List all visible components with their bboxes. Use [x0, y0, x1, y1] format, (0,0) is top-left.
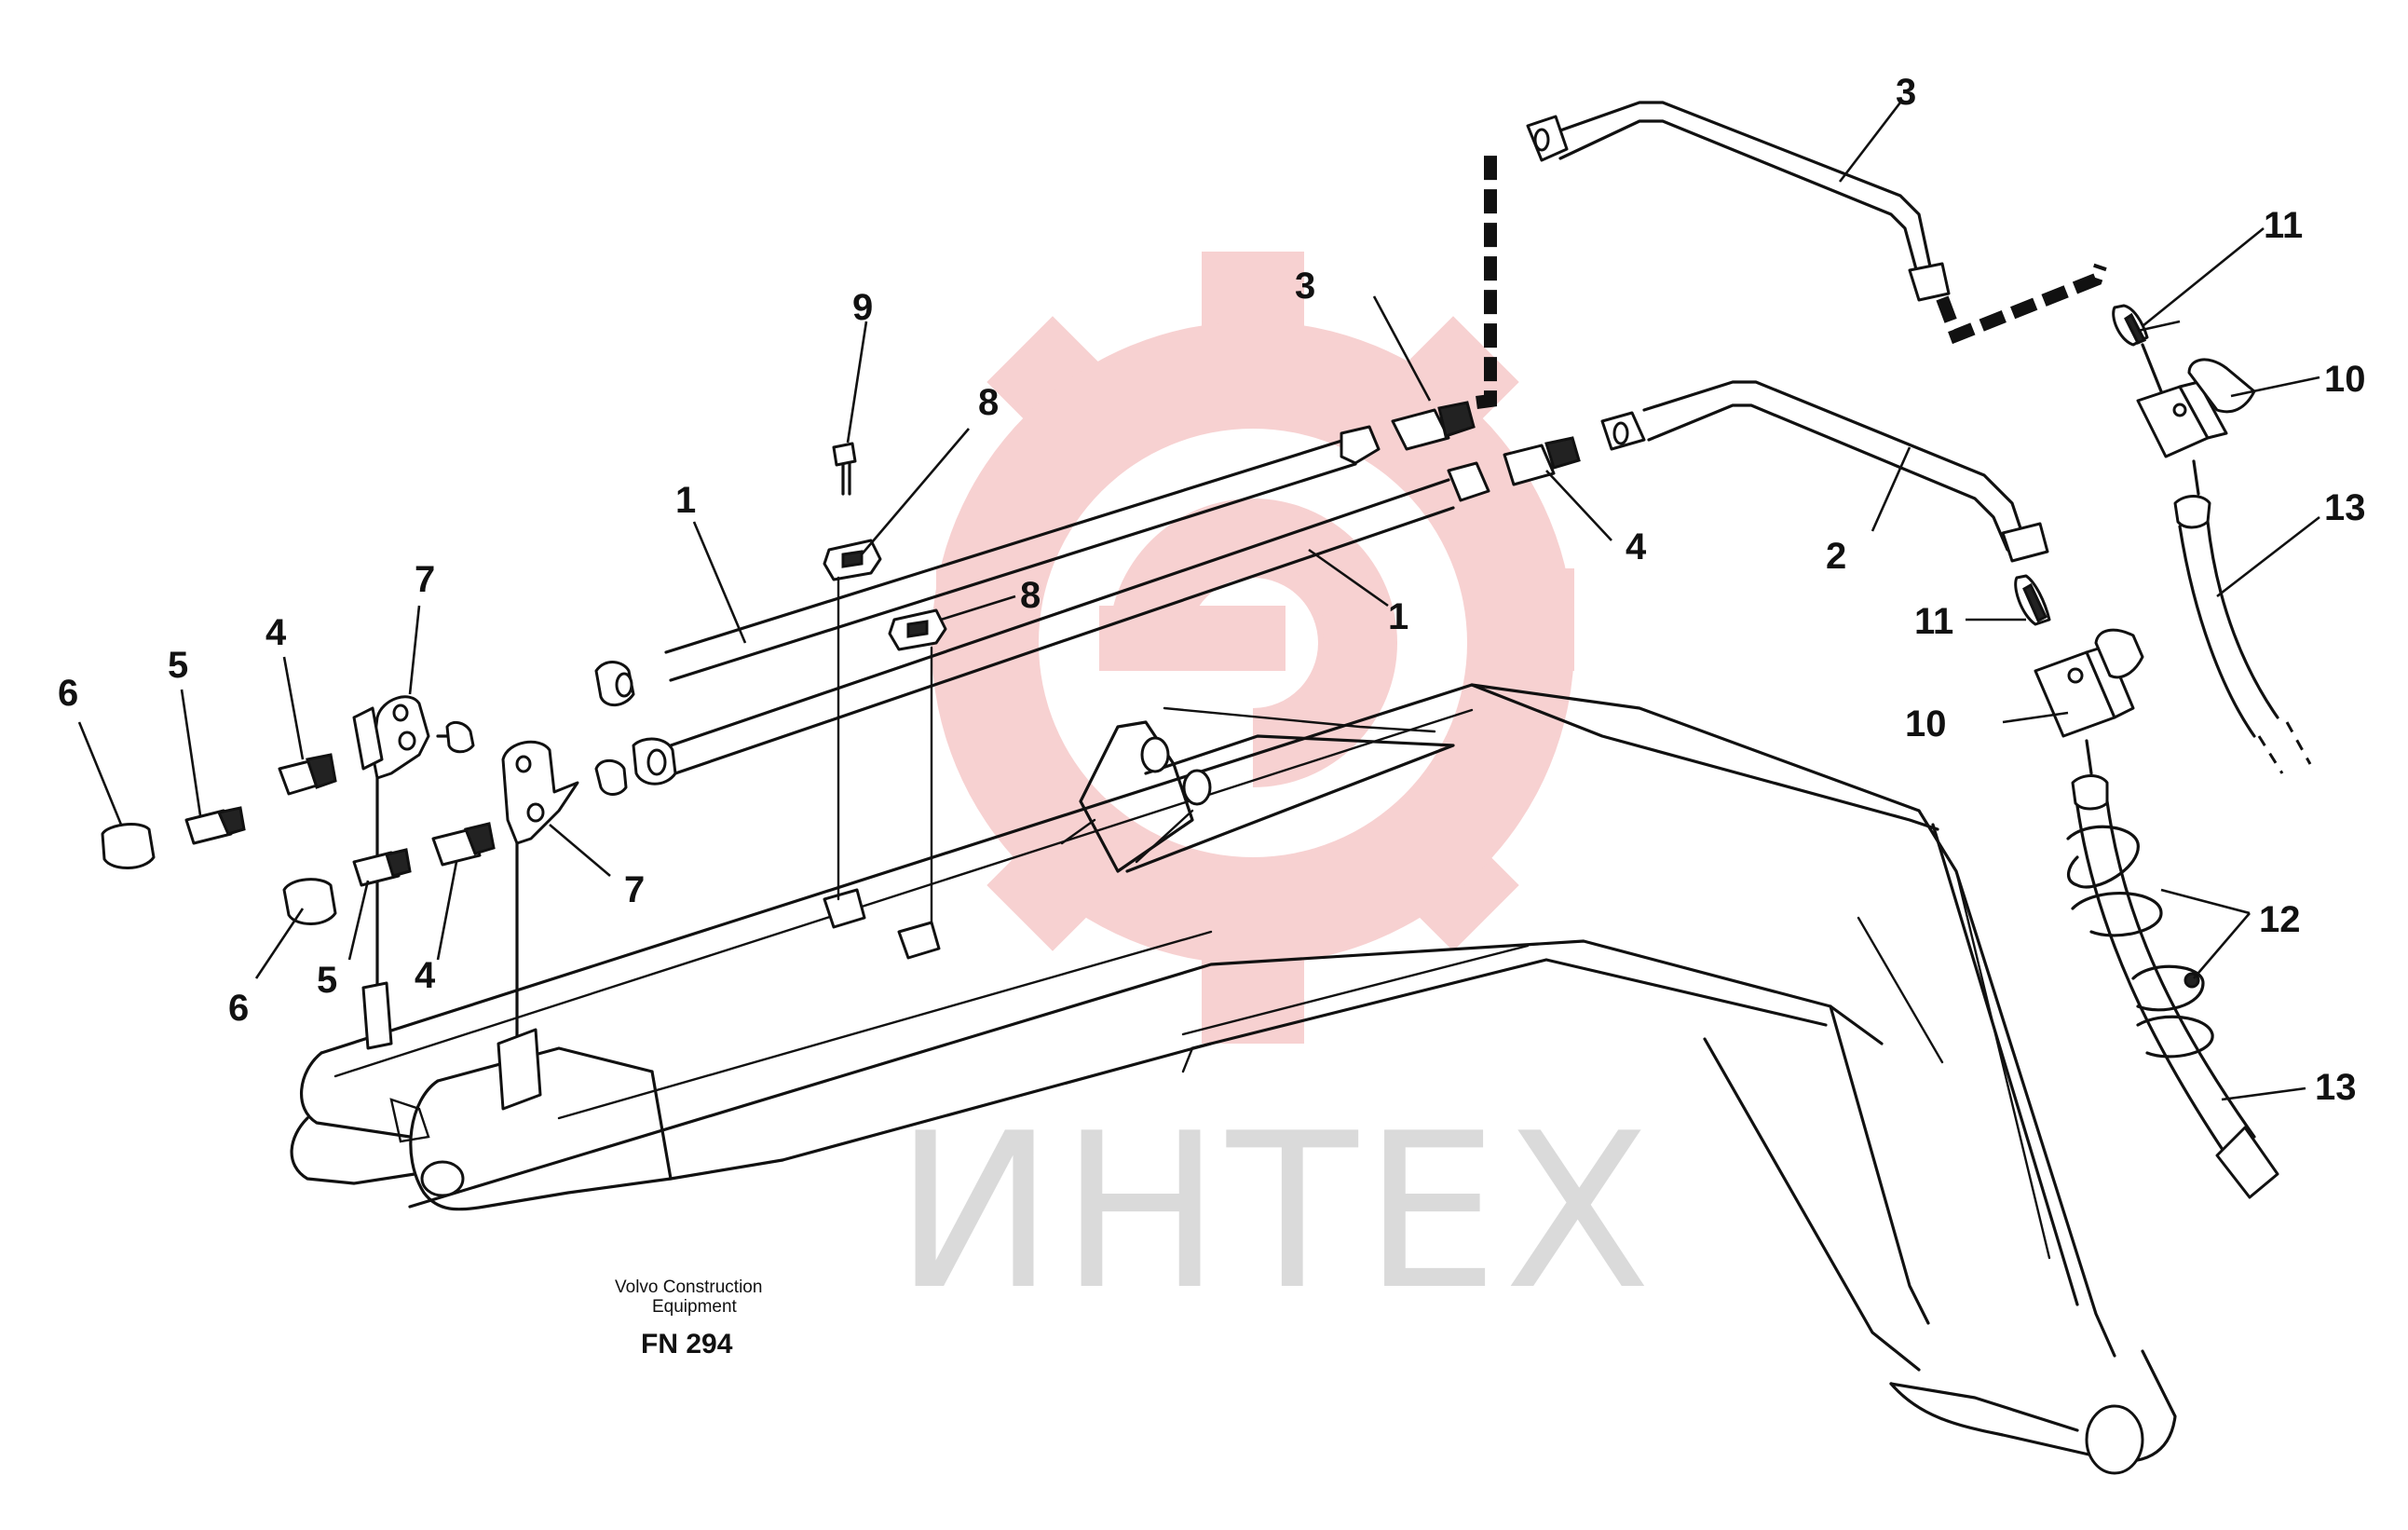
callout-label: 6 [228, 988, 249, 1029]
callout-label: 5 [168, 645, 188, 686]
callout-label: 1 [675, 480, 696, 521]
company-line-1: Volvo Construction [615, 1277, 762, 1297]
callout-label: 3 [1295, 266, 1315, 307]
callout-label: 12 [2259, 899, 2301, 940]
callout-label: 8 [1020, 575, 1041, 616]
watermark-logo: ИНТЕХ [894, 252, 1656, 1337]
foot-pivot-hole [420, 1160, 465, 1197]
callout-label: 9 [852, 287, 873, 328]
callout-label: 6 [58, 673, 78, 714]
arm-pivot-hole [2085, 1404, 2144, 1475]
callout-label: 13 [2315, 1067, 2357, 1108]
callout-label: 5 [317, 960, 337, 1001]
callout-label: 13 [2324, 487, 2366, 528]
callout-label: 10 [2324, 359, 2366, 400]
callout-label: 4 [415, 955, 436, 996]
callout-group: 3 3 9 8 1 7 4 5 6 8 1 4 2 11 10 13 [58, 72, 2366, 1108]
pipe-assembly-upper [594, 101, 2312, 774]
callout-label: 2 [1826, 536, 1846, 577]
callout-label: 3 [1896, 72, 1916, 113]
callout-label: 7 [415, 559, 435, 600]
figure-code: FN 294 [641, 1329, 733, 1359]
callout-label: 8 [978, 382, 999, 423]
callout-label: 4 [1626, 526, 1647, 567]
clamp-set [823, 442, 947, 960]
callout-label: 11 [2264, 205, 2303, 246]
watermark-text: ИНТЕХ [894, 1088, 1656, 1337]
callout-label: 7 [624, 869, 645, 910]
caption-block: Volvo Construction Equipment FN 294 [615, 1277, 762, 1359]
callout-label: 4 [265, 612, 287, 653]
callout-label: 1 [1388, 596, 1408, 637]
callout-label: 11 [1914, 601, 1953, 642]
company-line-2: Equipment [652, 1297, 738, 1317]
boom-outline [290, 683, 2177, 1475]
callout-label: 10 [1905, 704, 1947, 745]
left-fittings [101, 695, 628, 1111]
